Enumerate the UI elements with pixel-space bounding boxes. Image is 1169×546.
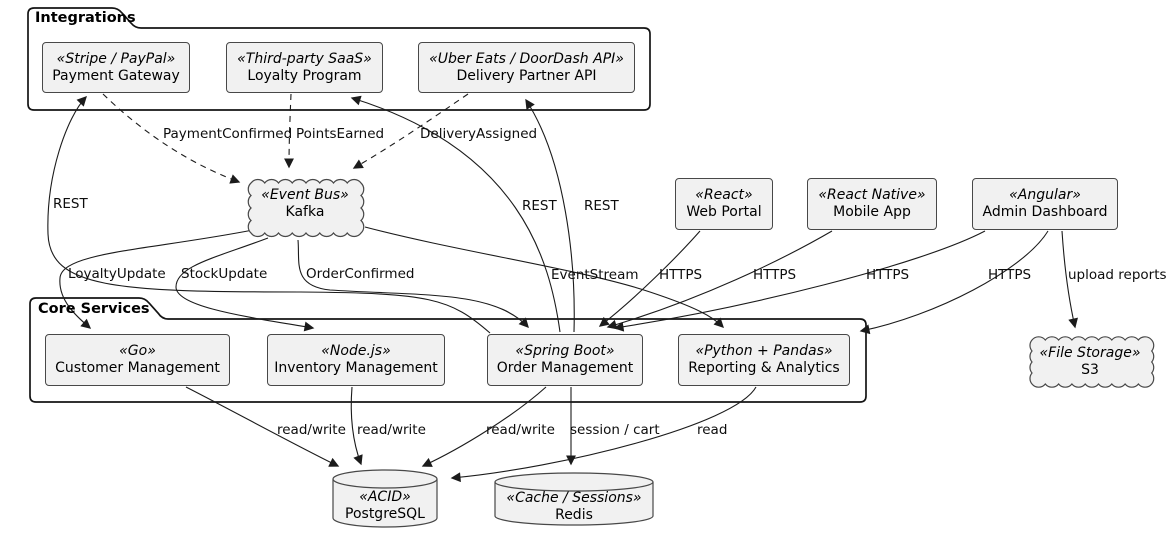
component-delivery-partner-api: «Uber Eats / DoorDash API» Delivery Part… <box>418 42 635 93</box>
edge-eventstream <box>364 226 724 328</box>
edge-orderconfirmed <box>297 239 529 329</box>
core-services-frame-border <box>29 297 867 403</box>
component-payment-gateway: «Stripe / PayPal» Payment Gateway <box>42 42 190 93</box>
stereotype-label: «ACID» <box>359 489 411 505</box>
component-mobile-app: «React Native» Mobile App <box>807 178 937 230</box>
stereotype-label: «React» <box>695 187 753 203</box>
edge-label-eventstream: EventStream <box>551 267 639 283</box>
edge-stockupdate <box>175 237 315 332</box>
edge-label-read: read <box>697 422 728 438</box>
edge-https-mobile-app <box>606 230 833 330</box>
edge-label-readwrite-2: read/write <box>357 422 426 438</box>
component-name: Customer Management <box>55 360 220 376</box>
edge-pointsearned <box>284 93 294 169</box>
component-s3: «File Storage» S3 <box>1028 340 1152 384</box>
edge-deliveryassigned <box>352 93 469 169</box>
edge-https-admin-order <box>613 230 986 332</box>
component-name: Web Portal <box>686 204 762 220</box>
stereotype-label: «Event Bus» <box>261 187 349 203</box>
stereotype-label: «Stripe / PayPal» <box>56 50 176 67</box>
edge-label-orderconfirmed: OrderConfirmed <box>306 266 415 282</box>
edge-label-loyaltyupdate: LoyaltyUpdate <box>68 266 166 282</box>
component-name: Admin Dashboard <box>982 204 1108 220</box>
component-postgresql: «ACID» PostgreSQL <box>333 488 437 524</box>
edge-label-https-2: HTTPS <box>753 267 797 283</box>
edge-https-admin-reporting <box>859 230 1049 335</box>
edge-label-https-1: HTTPS <box>659 267 703 283</box>
frame-title-integrations: Integrations <box>35 10 136 26</box>
edge-rest-payment-gateway <box>47 95 491 334</box>
stereotype-label: «Python + Pandas» <box>695 343 833 359</box>
s3-cloud-shape <box>1029 336 1155 388</box>
edge-https-web-portal <box>598 230 701 327</box>
edge-paymentconfirmed <box>102 93 241 184</box>
edge-rest-loyalty-program <box>350 95 561 333</box>
stereotype-label: «React Native» <box>818 187 926 203</box>
component-kafka: «Event Bus» Kafka <box>247 184 363 224</box>
component-name: Reporting & Analytics <box>688 360 840 376</box>
component-order-management: «Spring Boot» Order Management <box>487 334 643 386</box>
postgresql-cylinder-shape <box>332 469 438 528</box>
edge-label-rest-1: REST <box>53 196 88 212</box>
component-name: Delivery Partner API <box>456 67 597 84</box>
stereotype-label: «Cache / Sessions» <box>506 490 642 506</box>
stereotype-label: «File Storage» <box>1039 345 1141 361</box>
edge-label-deliveryassigned: DeliveryAssigned <box>420 126 538 142</box>
component-name: Kafka <box>285 204 325 220</box>
edge-reporting-postgres <box>450 386 757 483</box>
component-inventory-management: «Node.js» Inventory Management <box>267 334 445 386</box>
kafka-cloud-shape <box>247 178 365 238</box>
edge-label-paymentconfirmed: PaymentConfirmed <box>163 126 293 142</box>
stereotype-label: «Uber Eats / DoorDash API» <box>429 50 624 67</box>
edge-label-https-4: HTTPS <box>988 267 1032 283</box>
edge-label-readwrite-3: read/write <box>486 422 555 438</box>
edge-label-stockupdate: StockUpdate <box>181 266 268 282</box>
edge-label-pointsearned: PointsEarned <box>296 126 385 142</box>
stereotype-label: «Third-party SaaS» <box>237 50 372 67</box>
frame-title-core-services: Core Services <box>38 301 150 317</box>
edge-customer-postgres <box>185 386 340 467</box>
component-name: Redis <box>555 507 593 523</box>
edge-label-upload-reports: upload reports <box>1068 267 1167 283</box>
edge-label-rest-3: REST <box>584 198 619 214</box>
edge-label-rest-2: REST <box>522 198 557 214</box>
edge-inventory-postgres <box>350 386 363 466</box>
stereotype-label: «Angular» <box>1009 187 1081 203</box>
edge-label-readwrite-1: read/write <box>277 422 346 438</box>
component-name: Mobile App <box>833 204 911 220</box>
component-name: Payment Gateway <box>52 67 180 84</box>
edge-label-https-3: HTTPS <box>866 267 910 283</box>
component-reporting-analytics: «Python + Pandas» Reporting & Analytics <box>678 334 850 386</box>
component-name: Loyalty Program <box>247 67 362 84</box>
component-loyalty-program: «Third-party SaaS» Loyalty Program <box>226 42 383 93</box>
redis-cylinder-shape <box>494 472 654 526</box>
edge-label-session-cart: session / cart <box>570 422 660 438</box>
edge-order-postgres <box>421 386 547 467</box>
component-name: Order Management <box>496 360 634 376</box>
stereotype-label: «Node.js» <box>321 343 391 359</box>
stereotype-label: «Go» <box>119 343 156 359</box>
component-redis: «Cache / Sessions» Redis <box>495 490 653 524</box>
stereotype-label: «Spring Boot» <box>515 343 615 359</box>
edge-upload-reports <box>1061 230 1078 329</box>
component-customer-management: «Go» Customer Management <box>45 334 230 386</box>
component-admin-dashboard: «Angular» Admin Dashboard <box>972 178 1118 230</box>
component-web-portal: «React» Web Portal <box>675 178 773 230</box>
integrations-frame-border <box>27 7 651 111</box>
edge-rest-delivery-partner <box>525 98 575 333</box>
component-name: PostgreSQL <box>345 506 425 522</box>
component-name: S3 <box>1081 362 1099 378</box>
component-name: Inventory Management <box>274 360 438 376</box>
